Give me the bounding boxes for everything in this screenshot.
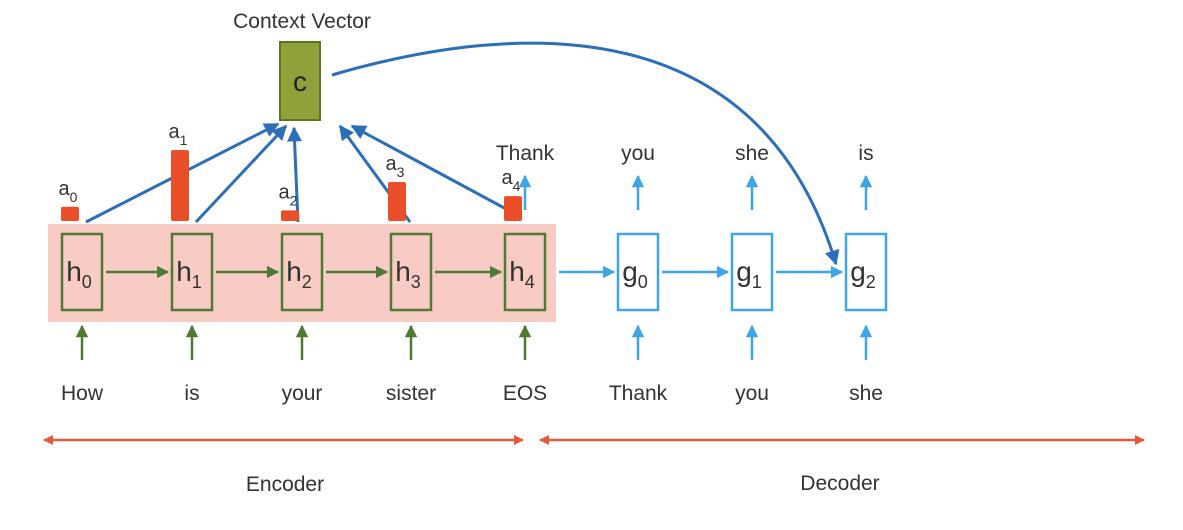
encoder-state-box [503,232,547,312]
attention-weight-bar [281,210,299,221]
attention-weight-label-sub: 2 [290,192,298,208]
encoder-input-word: your [282,382,323,405]
decoder-state-box [730,232,774,312]
decoder-label: Decoder [800,472,879,495]
decoder-state-label: g0 [622,256,648,292]
attention-weight-bar [388,181,406,221]
attention-arrow [287,126,303,223]
encoder-state-label-sub: 4 [525,272,535,292]
encoder-state-label-base: h [176,256,192,287]
encoder-input-word: is [184,382,199,405]
attention-weight-bar [171,150,189,221]
attention-weight-label: a1 [169,121,188,148]
decoder-state-label: g2 [850,256,876,292]
encoder-state-label: h2 [286,256,312,292]
attention-weight-label-sub: 1 [180,132,188,148]
encoder-state-box [60,232,104,312]
decoder-state-label-sub: 2 [866,272,876,292]
encoder-state-label-base: h [395,256,411,287]
encoder-input-word: How [61,382,104,405]
attention-weight-label-sub: 3 [397,164,405,180]
context-vector-title: Context Vector [233,10,371,33]
decoder-state-label-base: g [850,256,866,287]
context-to-g2-arrow [331,41,840,266]
attention-arrow [194,124,288,224]
decoder-state-box [616,232,660,312]
encoder-state-box [389,232,433,312]
encoder-state-label-sub: 2 [302,272,312,292]
decoder-output-word: is [858,142,873,165]
attention-weight-label-base: a [169,121,181,143]
encoder-state-box [280,232,324,312]
decoder-output-word: Thank [496,142,555,165]
attention-weight-label-sub: 4 [513,178,521,194]
encoder-state-label-base: h [66,256,82,287]
context-vector-box [279,41,321,121]
attention-weight-bar [504,196,522,221]
attention-weight-label: a0 [59,178,78,205]
decoder-state-label: g1 [736,256,762,292]
encoder-label: Encoder [246,473,324,496]
decoder-output-word: she [735,142,769,165]
decoder-state-label-base: g [736,256,752,287]
encoder-input-word: sister [386,382,436,405]
encoder-state-label: h3 [395,256,421,292]
context-vector-symbol: c [293,66,307,97]
attention-weight-label-base: a [386,153,398,175]
attention-weight-label-sub: 0 [70,189,78,205]
encoder-state-label-sub: 1 [192,272,202,292]
decoder-input-word: Thank [609,382,668,405]
encoder-state-box [170,232,214,312]
decoder-state-label-sub: 1 [752,272,762,292]
decoder-input-word: you [735,382,769,405]
attention-weight-label: a3 [386,153,405,180]
attention-weight-label: a4 [502,167,521,194]
encoder-state-label-base: h [509,256,525,287]
attention-weight-label-base: a [279,181,291,203]
attention-weight-label-base: a [502,167,514,189]
decoder-input-word: she [849,382,883,405]
encoder-state-label: h1 [176,256,202,292]
decoder-state-box [844,232,888,312]
encoder-state-label: h4 [509,256,535,292]
decoder-state-label-sub: 0 [638,272,648,292]
attention-weight-label: a2 [279,181,298,208]
encoder-input-word: EOS [503,382,547,405]
encoder-state-label-base: h [286,256,302,287]
attention-weight-label-base: a [59,178,71,200]
encoder-state-label: h0 [66,256,92,292]
encoder-state-label-sub: 0 [82,272,92,292]
encoder-state-label-sub: 3 [411,272,421,292]
decoder-output-word: you [621,142,655,165]
decoder-state-label-base: g [622,256,638,287]
attention-weight-bar [61,206,79,221]
attention-arrow [350,124,509,212]
